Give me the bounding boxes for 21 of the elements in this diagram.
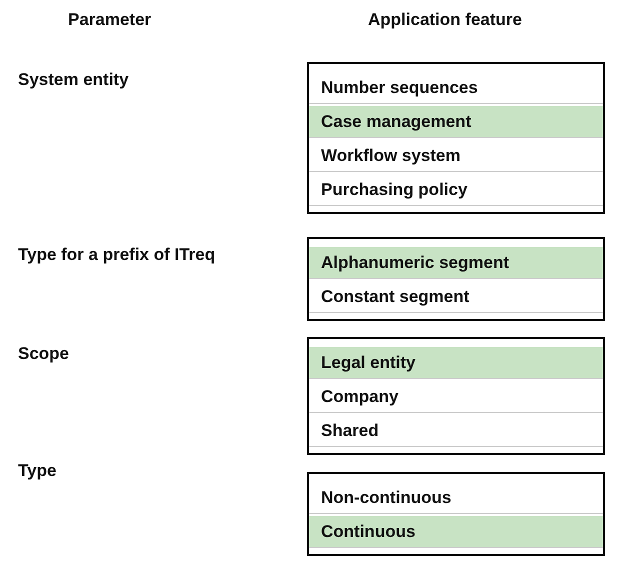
option-panel [307, 472, 605, 556]
option: Company [309, 381, 603, 413]
selected-option: Legal entity [309, 347, 603, 379]
parameter-label: Type [18, 461, 56, 481]
option: Shared [309, 415, 603, 447]
parameter-label: Scope [18, 344, 70, 364]
option-panel [307, 237, 605, 321]
parameter-label: Type for a prefix of ITreq [18, 245, 216, 265]
option: Purchasing policy [309, 174, 603, 206]
selected-option: Alphanumeric segment [309, 247, 603, 279]
option-panel [307, 62, 605, 214]
column-header: Parameter [68, 10, 152, 30]
selected-option: Continuous [309, 516, 603, 548]
option: Number sequences [309, 72, 603, 104]
option: Non-continuous [309, 482, 603, 514]
column-header: Application feature [368, 10, 522, 30]
option-panel [307, 337, 605, 455]
option: Constant segment [309, 281, 603, 313]
parameter-label: System entity [18, 70, 129, 90]
option: Workflow system [309, 140, 603, 172]
selected-option: Case management [309, 106, 603, 138]
